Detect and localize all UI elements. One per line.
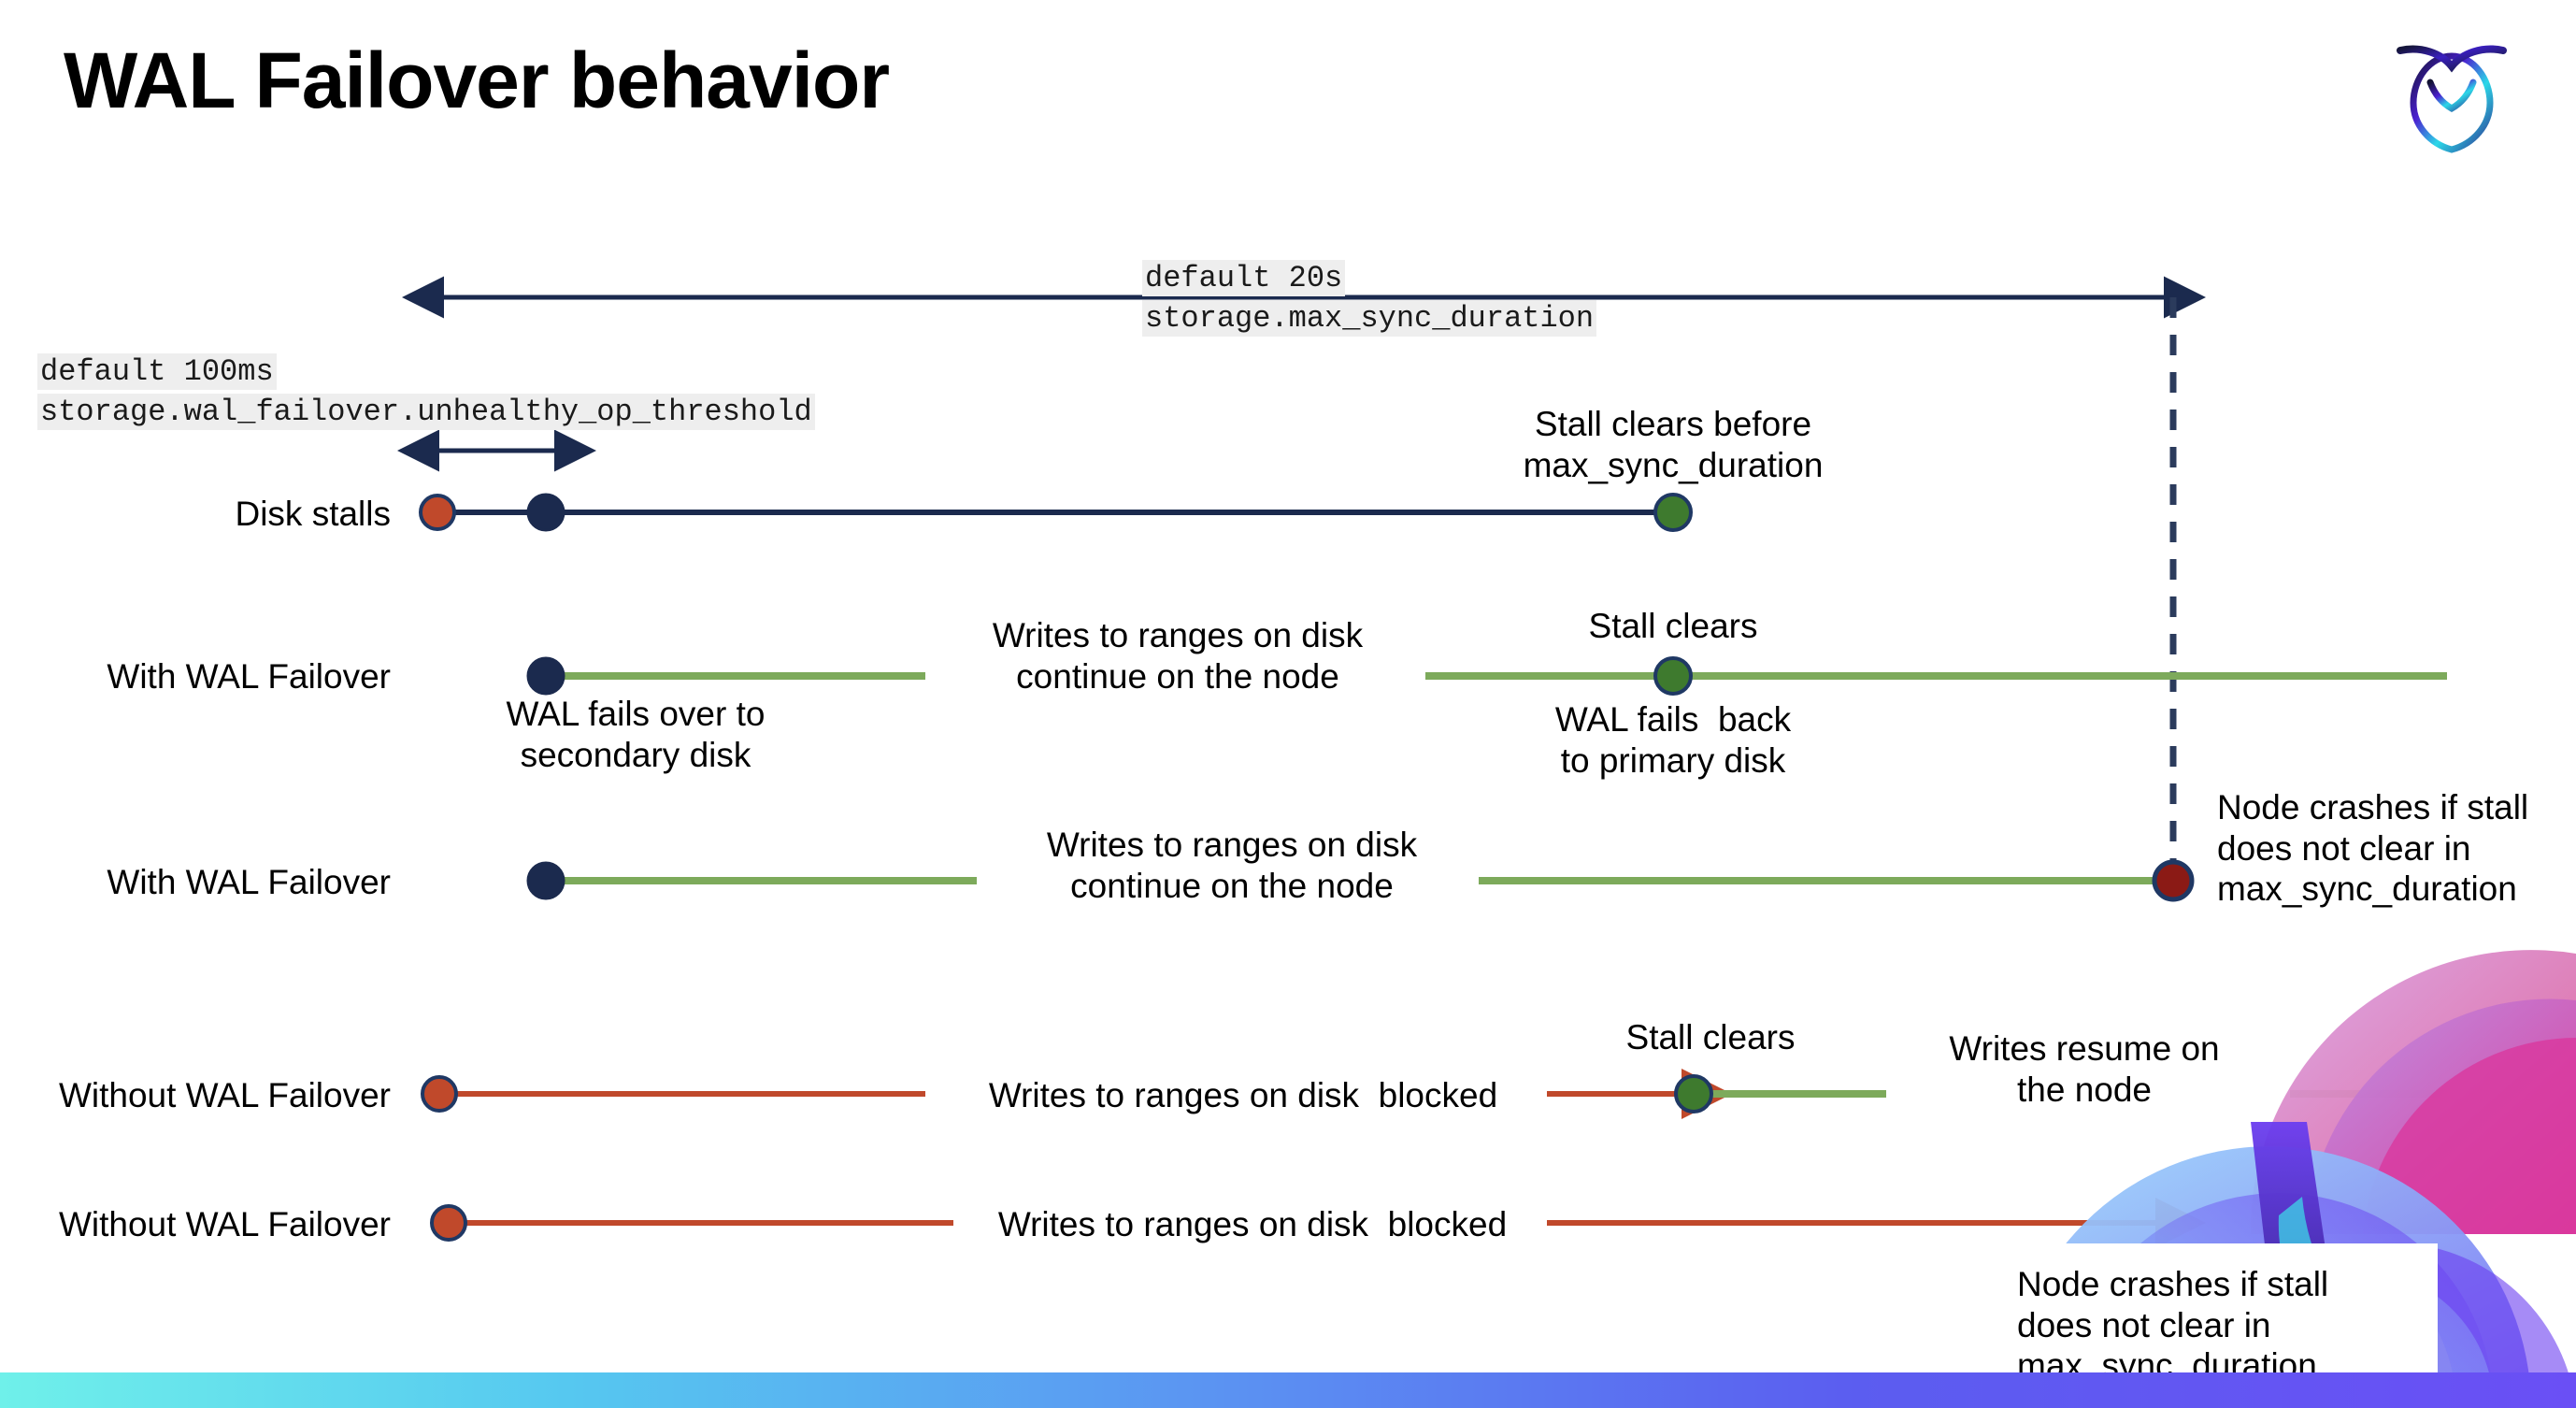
annotation-wal-fails-over: WAL fails over to secondary disk (506, 695, 766, 774)
annotation-node-crashes-row5: Node crashes if stall does not clear in … (2017, 1265, 2329, 1386)
row-disk-stalls-track (419, 493, 1693, 532)
row-label-with-wal-failover-2: With WAL Failover (107, 863, 391, 901)
max-sync-duration-setting: default 20s storage.max_sync_duration (1142, 260, 1597, 340)
annotation-writes-continue-row2: Writes to ranges on disk continue on the… (992, 616, 1364, 696)
annotation-writes-continue-row3: Writes to ranges on disk continue on the… (1046, 826, 1418, 905)
annotation-stall-clears-row4: Stall clears (1625, 1018, 1796, 1056)
row-label-without-wal-failover-1: Without WAL Failover (58, 1076, 391, 1114)
annotation-wal-fails-back: WAL fails back to primary disk (1554, 700, 1792, 780)
annotation-writes-resume: Writes resume on the node (1949, 1029, 2220, 1109)
max-sync-duration-default: default 20s (1142, 260, 1346, 296)
row-without-wal-failover-2-track (430, 1198, 2206, 1248)
bottom-gradient-bar (0, 1372, 2576, 1408)
annotation-node-crashes-row3: Node crashes if stall does not clear in … (2217, 788, 2529, 909)
row-label-without-wal-failover-2: Without WAL Failover (58, 1205, 391, 1243)
row-label-disk-stalls: Disk stalls (235, 495, 391, 533)
annotation-writes-blocked-row5: Writes to ranges on disk blocked (997, 1205, 1508, 1243)
unhealthy-op-threshold-setting: default 100ms storage.wal_failover.unhea… (37, 353, 815, 434)
annotation-stall-clears-before: Stall clears before max_sync_duration (1523, 405, 1824, 484)
row-with-wal-failover-1-track (526, 656, 2447, 696)
max-sync-duration-name: storage.max_sync_duration (1142, 300, 1597, 337)
page-title: WAL Failover behavior (64, 36, 890, 124)
unhealthy-op-threshold-default: default 100ms (37, 353, 277, 390)
row-with-wal-failover-2-track (526, 859, 2195, 902)
row-label-with-wal-failover-1: With WAL Failover (107, 657, 391, 696)
cockroachdb-logo-icon (2382, 28, 2522, 159)
annotation-stall-clears-row2: Stall clears (1588, 607, 1758, 645)
annotation-writes-blocked-row4: Writes to ranges on disk blocked (988, 1076, 1498, 1114)
unhealthy-op-threshold-name: storage.wal_failover.unhealthy_op_thresh… (37, 394, 815, 430)
